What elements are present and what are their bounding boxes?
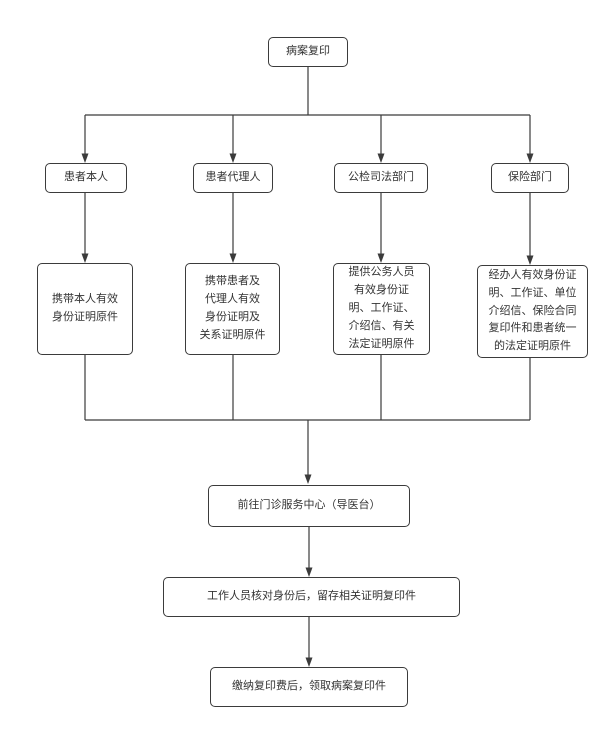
branch-detail-insurance-dept: 经办人有效身份证 明、工作证、单位 介绍信、保险合同 复印件和患者统一 的法定证… bbox=[477, 265, 588, 358]
step-box-service-center: 前往门诊服务中心（导医台） bbox=[208, 485, 410, 527]
step-box-identity-check: 工作人员核对身份后，留存相关证明复印件 bbox=[163, 577, 460, 617]
root-node: 病案复印 bbox=[268, 37, 348, 67]
branch-header-insurance-dept: 保险部门 bbox=[491, 163, 569, 193]
branch-detail-patient-self: 携带本人有效 身份证明原件 bbox=[37, 263, 133, 355]
step-box-pay-and-collect: 缴纳复印费后，领取病案复印件 bbox=[210, 667, 408, 707]
branch-header-patient-agent: 患者代理人 bbox=[193, 163, 273, 193]
branch-detail-patient-agent: 携带患者及 代理人有效 身份证明及 关系证明原件 bbox=[185, 263, 280, 355]
branch-header-judicial-dept: 公检司法部门 bbox=[334, 163, 428, 193]
branch-header-patient-self: 患者本人 bbox=[45, 163, 127, 193]
branch-detail-judicial-dept: 提供公务人员 有效身份证 明、工作证、 介绍信、有关 法定证明原件 bbox=[333, 263, 430, 355]
